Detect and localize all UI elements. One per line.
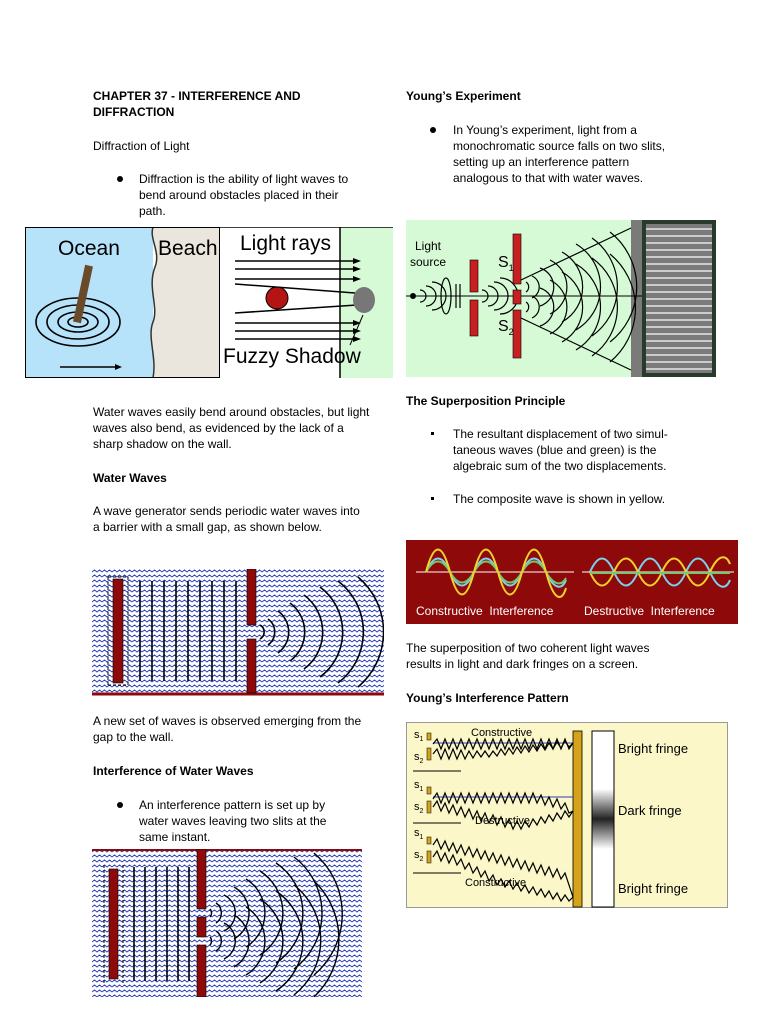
s2-label: S2 — [498, 318, 514, 341]
s2-label-mid: s2 — [414, 801, 423, 818]
diffraction-heading: Diffraction of Light — [93, 139, 190, 153]
wave-superposition-figure: Constructive Interference Destructive In… — [406, 540, 738, 624]
bullet-icon — [430, 127, 436, 133]
ocean-beach-figure: Ocean Beach Light rays Fuzzy Shadow — [25, 227, 393, 378]
s-subscript: 2 — [419, 758, 424, 766]
bright-fringe-bottom-label: Bright fringe — [618, 881, 689, 896]
young-bullet-text: In Young’s experiment, light from a mono… — [453, 123, 666, 185]
fuzzy-shadow-label: Fuzzy Shadow — [223, 345, 361, 368]
bullet-icon — [117, 802, 123, 808]
new-waves-text: A new set of waves is observed emerging … — [93, 714, 362, 744]
water-bend-text: Water waves easily bend around obstacles… — [93, 405, 370, 451]
s-letter: s — [414, 849, 420, 861]
s-subscript: 1 — [419, 786, 424, 794]
s2-label-top: s2 — [414, 751, 423, 768]
s-letter: s — [414, 729, 420, 741]
pattern-heading: Young’s Interference Pattern — [406, 691, 569, 705]
s1-letter: S — [498, 254, 509, 271]
s-subscript: 1 — [419, 834, 424, 842]
water-waves-heading: Water Waves — [93, 471, 167, 485]
s1-label-bottom: s1 — [414, 827, 423, 844]
beach-label: Beach — [158, 237, 218, 260]
s-subscript: 2 — [419, 856, 424, 864]
s-letter: s — [414, 827, 420, 839]
s1-label-top: s1 — [414, 729, 423, 746]
constructive-bottom-label: Constructive — [465, 877, 527, 889]
s1-label-mid: s1 — [414, 779, 423, 796]
interference-bullet-text: An interference pattern is set up by wat… — [139, 798, 327, 844]
constructive-label: Constructive Interference — [416, 604, 554, 618]
superposition-bullet-1: The resultant displacement of two simul-… — [453, 427, 668, 473]
constructive-top-label: Constructive — [471, 727, 533, 739]
diffraction-bullet-text: Diffraction is the ability of light wave… — [139, 172, 349, 218]
destructive-label: Destructive — [475, 815, 531, 827]
fringes-text: The superposition of two coherent light … — [406, 641, 650, 671]
s-letter: s — [414, 751, 420, 763]
s2-label-bottom: s2 — [414, 849, 423, 866]
superposition-bullet-2: The composite wave is shown in yellow. — [453, 492, 666, 506]
light-source-label: Light source — [409, 239, 447, 269]
bullet-icon — [117, 176, 123, 182]
bright-fringe-top-label: Bright fringe — [618, 741, 689, 756]
ocean-label: Ocean — [58, 237, 120, 260]
dark-fringe-label: Dark fringe — [618, 803, 682, 818]
light-rays-label: Light rays — [240, 232, 332, 255]
destructive-label: Destructive Interference — [584, 604, 715, 618]
s-letter: s — [414, 801, 420, 813]
interference-pattern-figure: s1 s2 s1 s2 s1 s2 Constructive Destructi… — [406, 722, 728, 908]
s-letter: s — [414, 779, 420, 791]
s1-subscript: 1 — [508, 263, 514, 274]
interference-heading: Interference of Water Waves — [93, 764, 254, 778]
bullet-icon — [431, 497, 434, 500]
s2-subscript: 2 — [508, 327, 514, 338]
s1-label: S1 — [498, 254, 514, 277]
bullet-icon — [431, 432, 434, 435]
double-slit-water-figure — [92, 849, 362, 997]
young-heading: Young’s Experiment — [406, 89, 521, 103]
chapter-title: CHAPTER 37 - INTERFERENCE AND DIFFRACTIO… — [93, 89, 301, 119]
single-gap-figure — [92, 569, 384, 696]
s-subscript: 1 — [419, 736, 424, 744]
young-apparatus-figure: Light source S1 S2 — [406, 220, 716, 377]
water-waves-text: A wave generator sends periodic water wa… — [93, 504, 360, 534]
s-subscript: 2 — [419, 808, 424, 816]
superposition-heading: The Superposition Principle — [406, 394, 566, 408]
s2-letter: S — [498, 318, 509, 335]
